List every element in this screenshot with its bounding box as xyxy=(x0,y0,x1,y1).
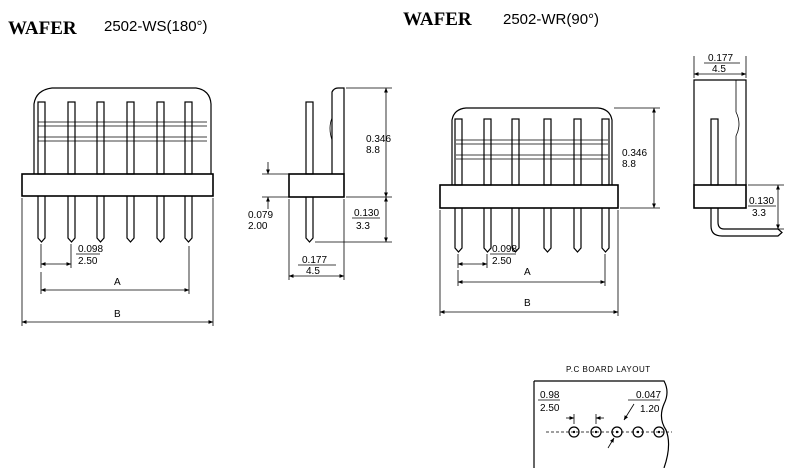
ws-tail-4 xyxy=(126,196,135,243)
ws-tail-1 xyxy=(37,196,46,243)
wr-tail-1 xyxy=(454,208,463,253)
pcb-hole-3 xyxy=(611,426,623,438)
pcb-pitch-mm: 2.50 xyxy=(540,403,560,414)
pcb-hole-2 xyxy=(590,426,602,438)
wr-pin-3 xyxy=(511,118,520,186)
wr-depth-in: 0.177 xyxy=(708,53,733,64)
wr-height-in: 0.346 xyxy=(622,148,647,159)
wr-tail-3 xyxy=(511,208,520,253)
ws-shroud-outline xyxy=(33,87,212,174)
wr-base-housing xyxy=(439,184,619,209)
pcb-hole-5 xyxy=(653,426,665,438)
ws-lower-pins xyxy=(37,196,193,243)
ws-brand-title: WAFER xyxy=(8,18,77,39)
ws-pitch-in: 0.098 xyxy=(78,244,103,255)
wr-shroud-outline xyxy=(451,107,613,185)
wr-tail-5 xyxy=(573,208,582,253)
wr-brand-title: WAFER xyxy=(403,9,472,30)
wr-tail-4 xyxy=(543,208,552,253)
ws-base-housing xyxy=(21,173,214,197)
ws-tail-6 xyxy=(184,196,193,243)
ws-pin-4 xyxy=(126,101,135,175)
pcb-pitch-in: 0.98 xyxy=(540,390,560,401)
ws-label-b: B xyxy=(114,309,121,320)
ws-tail-in: 0.130 xyxy=(354,208,379,219)
pcb-layout: P.C BOARD LAYOUT 0.98 2.50 0.047 1.20 xyxy=(533,365,672,468)
ws-model-title: 2502-WS(180°) xyxy=(104,18,208,35)
ws-side-pin-lower xyxy=(305,197,314,243)
ws-pin-6 xyxy=(184,101,193,175)
wr-side-housing xyxy=(693,79,747,185)
pcb-hole-mm: 1.20 xyxy=(640,404,660,415)
ws-height-in: 0.346 xyxy=(366,134,391,145)
ws-pin-2 xyxy=(67,101,76,175)
wr-front-view: WAFER 2502-WR(90°) 0.346 xyxy=(403,9,660,316)
ws-side-mm: 2.00 xyxy=(248,221,268,232)
pcb-hole-2-center xyxy=(594,430,598,434)
wr-tail-6 xyxy=(601,208,610,253)
wr-model-title: 2502-WR(90°) xyxy=(503,11,599,28)
wr-pin-1 xyxy=(454,118,463,186)
pcb-board-outline xyxy=(534,380,670,468)
wr-pitch-in: 0.098 xyxy=(492,244,517,255)
pcb-hole-leader xyxy=(623,403,635,421)
wr-pin-6 xyxy=(601,118,610,186)
ws-front-view: WAFER 2502-WS(180°) xyxy=(8,18,214,326)
pcb-hole-1 xyxy=(568,426,580,438)
pcb-hole-5-center xyxy=(657,430,661,434)
ws-depth-in: 0.177 xyxy=(302,255,327,266)
wr-pin-4 xyxy=(543,118,552,186)
ws-upper-pins xyxy=(37,101,193,175)
ws-pin-1 xyxy=(37,101,46,175)
wr-tail-2 xyxy=(483,208,492,253)
wr-pitch-mm: 2.50 xyxy=(492,256,512,267)
ws-tail-5 xyxy=(156,196,165,243)
wr-pin-5 xyxy=(573,118,582,186)
ws-pin-3 xyxy=(96,101,105,175)
ws-label-a: A xyxy=(114,277,121,288)
wr-pin-2 xyxy=(483,118,492,186)
wr-label-a: A xyxy=(524,267,531,278)
pcb-hole-1-center xyxy=(572,430,576,434)
pcb-hole-lower-leader xyxy=(607,437,615,449)
ws-depth-mm: 4.5 xyxy=(306,266,320,277)
pcb-hole-in: 0.047 xyxy=(636,390,661,401)
wr-side-inner-wall xyxy=(735,80,740,185)
wr-upper-pins xyxy=(454,118,610,186)
ws-tail-3 xyxy=(96,196,105,243)
pcb-hole-4-center xyxy=(636,430,640,434)
ws-side-backwall xyxy=(331,87,345,174)
ws-side-view: 0.346 8.8 0.130 3.3 0.079 2.00 0.177 4.5 xyxy=(248,87,392,280)
ws-pin-5 xyxy=(156,101,165,175)
ws-side-pin-upper xyxy=(305,101,314,175)
ws-tail-mm: 3.3 xyxy=(356,221,370,232)
wr-tail-mm: 3.3 xyxy=(752,208,766,219)
pcb-hole-3-center xyxy=(615,430,619,434)
wr-lower-pins xyxy=(454,208,610,253)
wr-label-b: B xyxy=(524,298,531,309)
ws-height-mm: 8.8 xyxy=(366,145,380,156)
wr-side-base xyxy=(693,184,747,209)
ws-side-base xyxy=(288,173,345,198)
wr-tail-in: 0.130 xyxy=(749,196,774,207)
wr-depth-mm: 4.5 xyxy=(712,64,726,75)
wr-side-pin-upper xyxy=(710,118,719,186)
ws-pitch-mm: 2.50 xyxy=(78,256,98,267)
pcb-holes xyxy=(568,426,665,438)
ws-side-in: 0.079 xyxy=(248,210,273,221)
wr-side-view: 0.177 4.5 0.130 3.3 xyxy=(693,53,784,237)
pcb-layout-title: P.C BOARD LAYOUT xyxy=(566,365,651,374)
ws-side-latch xyxy=(329,117,333,141)
ws-tail-2 xyxy=(67,196,76,243)
wr-height-mm: 8.8 xyxy=(622,159,636,170)
wr-side-pin-bent xyxy=(710,208,783,237)
pcb-hole-4 xyxy=(632,426,644,438)
